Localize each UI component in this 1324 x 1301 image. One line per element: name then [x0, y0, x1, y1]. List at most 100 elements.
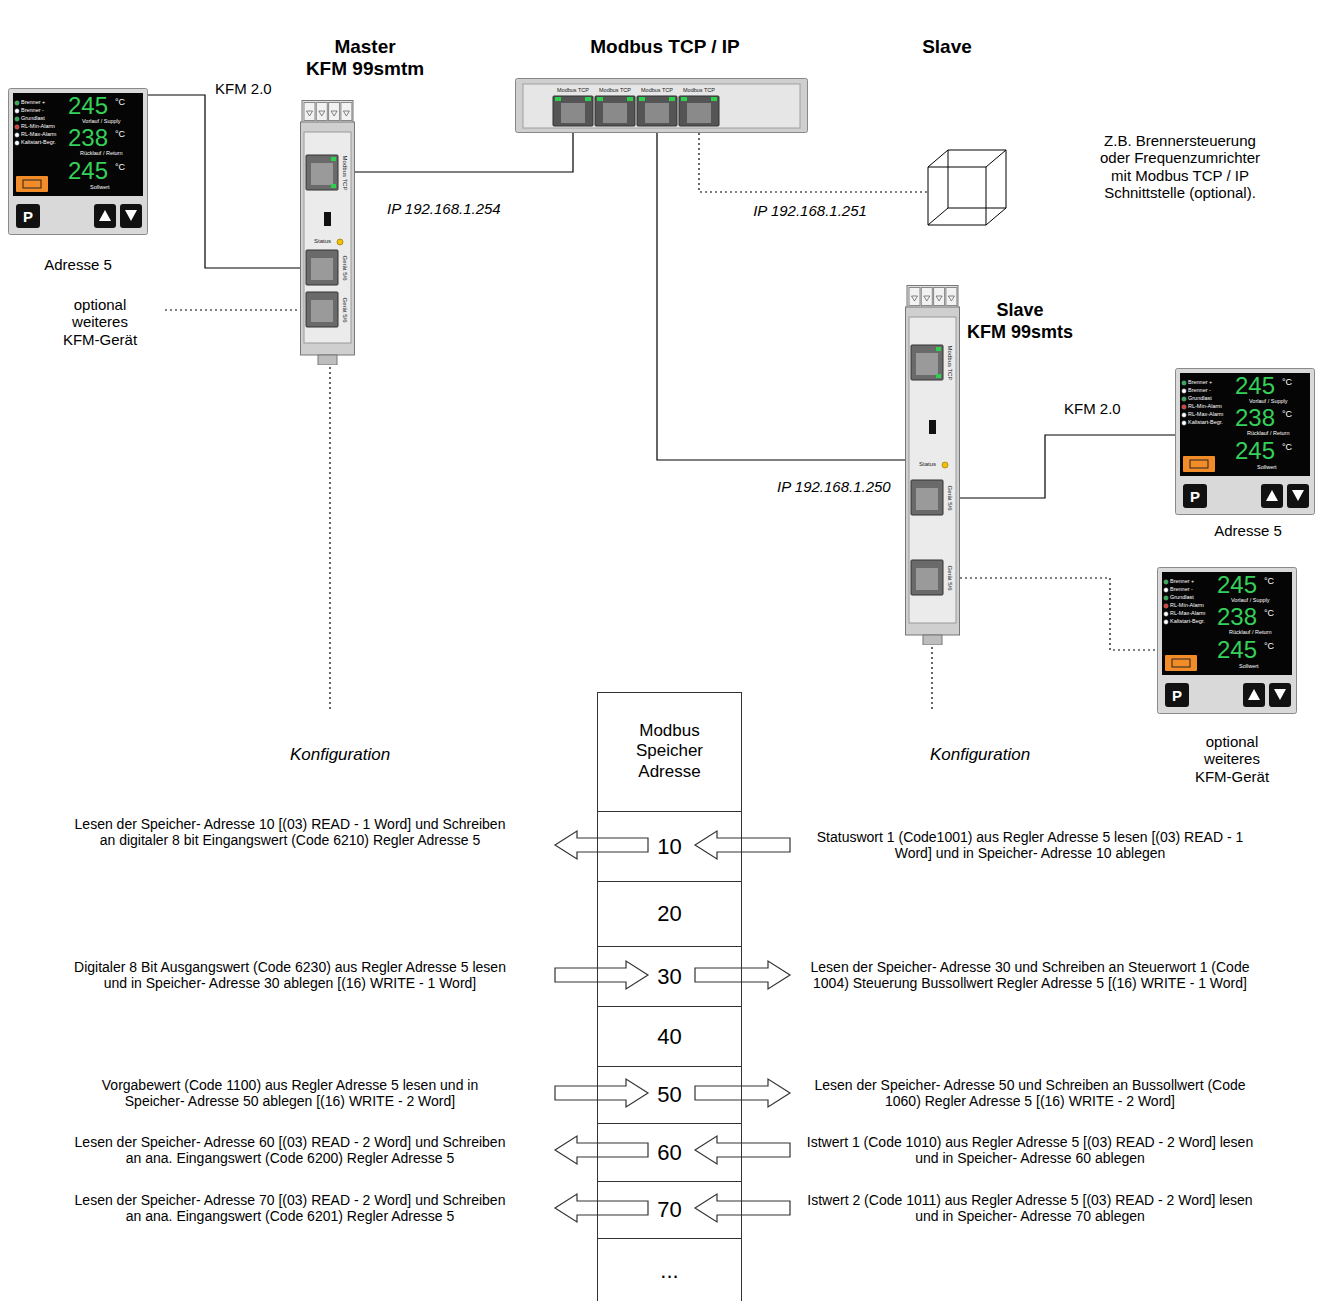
address-number: 10 [657, 836, 681, 858]
rj45-port [306, 155, 338, 190]
indicator-led [1182, 421, 1186, 425]
port-led [331, 184, 336, 188]
terminal-mark [331, 111, 337, 116]
device-title: KFM 99smtm [306, 58, 424, 80]
memory-column: Modbus Speicher Adresse10203040506070... [597, 692, 742, 1301]
block-arrow [555, 1136, 648, 1164]
display-value: 245 [68, 94, 108, 118]
indicator-label: Kaltstart-Begr. [21, 140, 56, 146]
button-label: P [1165, 688, 1189, 703]
up-arrow-symbol [99, 210, 111, 221]
block-arrow [695, 961, 790, 989]
module-housing [906, 307, 960, 635]
indicator-label: Kaltstart-Begr. [1188, 420, 1223, 426]
indicator-label: Brenner - [21, 108, 44, 114]
status-label: Status [314, 238, 331, 244]
block-arrow [555, 1079, 648, 1107]
column-heading: Modbus Speicher Adresse [620, 721, 720, 782]
device-title: Slave [922, 36, 972, 58]
mapping-description: Digitaler 8 Bit Ausgangswert (Code 6230)… [70, 959, 510, 991]
indicator-led [1182, 413, 1186, 417]
address-number: ... [660, 1260, 678, 1282]
unit-label: °C [1282, 410, 1292, 419]
terminal [921, 288, 932, 306]
indicator-led [1164, 596, 1168, 600]
block-arrow [555, 1194, 648, 1222]
down-arrow-symbol [1292, 490, 1304, 501]
indicator-label: RL-Min-Alarm [21, 124, 55, 130]
push-button [1269, 683, 1291, 707]
down-arrow-symbol [1274, 689, 1286, 700]
connector-label: IP 192.168.1.254 [385, 200, 503, 217]
indicator-led [1182, 397, 1186, 401]
indicator-label: Grundlast [1170, 595, 1194, 601]
controller-display: Brenner +Brenner -GrundlastRL-Min-AlarmR… [8, 88, 148, 235]
leader-line [931, 647, 932, 712]
address-label: Adresse 5 [44, 256, 112, 273]
up-arrow-symbol [1266, 490, 1278, 501]
port-socket [645, 103, 669, 123]
rj45-port [637, 96, 677, 126]
port-led [936, 374, 941, 378]
unit-label: °C [1264, 609, 1274, 618]
controller-display: Brenner +Brenner -GrundlastRL-Min-AlarmR… [1157, 567, 1297, 714]
terminal-block [907, 286, 958, 308]
leader-line [329, 367, 330, 712]
optional-note: optional weiteres KFM-Gerät [53, 296, 148, 348]
usb-socket [324, 212, 331, 226]
switch-front [523, 84, 800, 128]
display-screen [13, 93, 143, 196]
port-label: Gerät 5/6 [947, 485, 953, 510]
value-caption: Vorlauf / Supply [1249, 399, 1288, 405]
memory-cell: ... [598, 1238, 741, 1301]
controller-display: Brenner +Brenner -GrundlastRL-Min-AlarmR… [1175, 368, 1315, 515]
push-button [120, 204, 142, 228]
port-label: Gerät 5/6 [342, 255, 348, 280]
indicator-label: RL-Max-Alarm [21, 132, 56, 138]
port-socket [311, 163, 333, 185]
port-led [669, 97, 675, 101]
terminal [304, 103, 315, 121]
unit-label: °C [1282, 443, 1292, 452]
port-led [555, 97, 561, 101]
port-led [597, 97, 603, 101]
status-badge [16, 176, 48, 192]
mapping-description: Statuswort 1 (Code1001) aus Regler Adres… [800, 829, 1260, 861]
mapping-description: Lesen der Speicher- Adresse 30 und Schre… [800, 959, 1260, 991]
gateway-module: Modbus TCPStatusGerät 5/6Gerät 5/6 [905, 285, 960, 645]
status-badge [1183, 456, 1215, 472]
terminal-mark [319, 111, 325, 116]
badge-icon [1172, 659, 1190, 667]
connector [960, 578, 1157, 650]
config-heading: Konfiguration [930, 745, 1030, 765]
mapping-description: Lesen der Speicher- Adresse 10 [(03) REA… [70, 816, 510, 848]
switch-housing [516, 79, 808, 133]
indicator-led [15, 109, 19, 113]
port-socket [311, 258, 333, 280]
indicator-label: Brenner + [1188, 380, 1212, 386]
indicator-label: Grundlast [1188, 396, 1212, 402]
port-label: Gerät 5/6 [342, 297, 348, 322]
value-caption: Sollwert [1257, 465, 1277, 471]
indicator-led [1164, 620, 1168, 624]
indicator-label: RL-Max-Alarm [1170, 611, 1205, 617]
terminal [329, 103, 340, 121]
unit-label: °C [115, 98, 125, 107]
unit-label: °C [1282, 378, 1292, 387]
indicator-label: RL-Min-Alarm [1170, 603, 1204, 609]
connector-label: IP 192.168.1.250 [775, 478, 893, 495]
address-label: Adresse 5 [1214, 522, 1282, 539]
indicator-label: Brenner + [21, 100, 45, 106]
terminal [934, 288, 945, 306]
port-led [331, 157, 336, 161]
unit-label: °C [1264, 577, 1274, 586]
port-led [711, 97, 717, 101]
port-led [639, 97, 645, 101]
value-caption: Sollwert [90, 185, 110, 191]
memory-cell: 40 [598, 1006, 741, 1066]
display-value: 238 [1235, 406, 1275, 430]
cube-edge [928, 208, 948, 225]
indicator-label: Brenner - [1188, 388, 1211, 394]
indicator-led [1182, 381, 1186, 385]
value-caption: Sollwert [1239, 664, 1259, 670]
